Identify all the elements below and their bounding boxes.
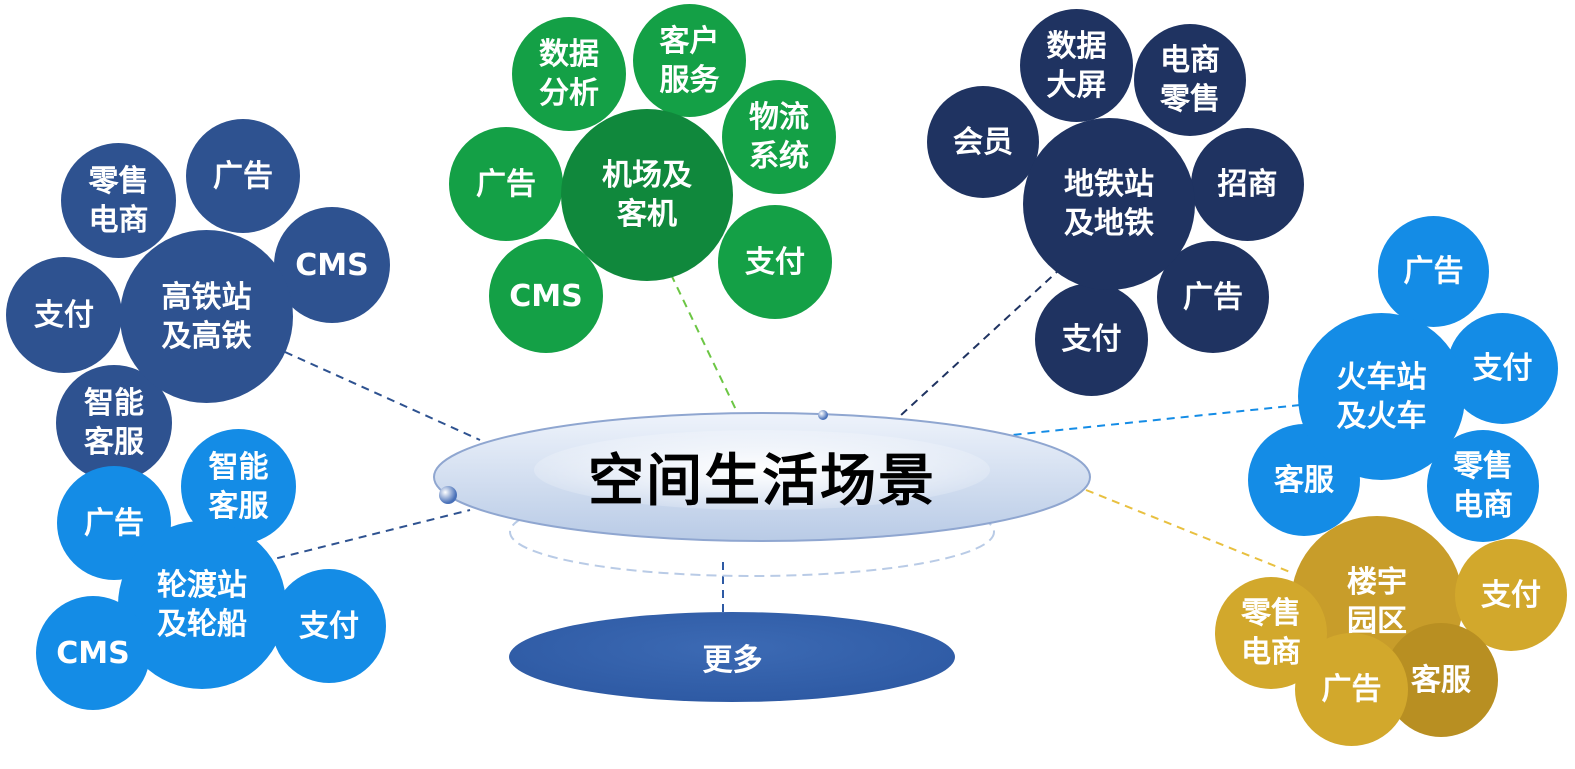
link-high-speed-rail xyxy=(284,351,481,441)
airport-bubble-logistics: 物流 系统 xyxy=(722,80,836,194)
train-bubble-payment: 支付 xyxy=(1447,313,1558,424)
subway-bubble-ecommerce-retail: 电商 零售 xyxy=(1134,24,1246,136)
subway-bubble-payment: 支付 xyxy=(1035,283,1148,396)
subway-hub: 地铁站 及地铁 xyxy=(1023,118,1195,290)
airport-hub: 机场及 客机 xyxy=(561,109,733,281)
subway-bubble-data-screen: 数据 大屏 xyxy=(1020,9,1133,122)
subway-bubble-ads: 广告 xyxy=(1157,241,1269,353)
airport-bubble-payment: 支付 xyxy=(718,205,832,319)
link-train xyxy=(1011,404,1301,436)
hsr-bubble-smart-service: 智能 客服 xyxy=(56,365,172,481)
link-building xyxy=(1085,489,1291,573)
link-airport xyxy=(664,261,739,415)
ferry-bubble-payment: 支付 xyxy=(272,569,386,683)
airport-bubble-customer-service: 客户 服务 xyxy=(633,4,746,117)
disc-dot-top xyxy=(818,410,828,420)
subway-bubble-investment: 招商 xyxy=(1191,128,1304,241)
hsr-bubble-ads: 广告 xyxy=(186,119,300,233)
train-hub: 火车站 及火车 xyxy=(1298,313,1465,480)
more-disc xyxy=(509,612,955,702)
hsr-bubble-payment: 支付 xyxy=(6,257,122,373)
hub-disc-inner xyxy=(534,430,990,510)
hsr-bubble-cms: CMS xyxy=(274,207,390,323)
airport-bubble-data-analysis: 数据 分析 xyxy=(512,17,626,131)
more-button[interactable]: 更多 xyxy=(702,643,763,678)
link-subway xyxy=(899,257,1073,417)
subway-bubble-membership: 会员 xyxy=(927,86,1039,198)
center-title: 空间生活场景 xyxy=(588,448,936,514)
link-ferry xyxy=(249,509,471,566)
building-bubble-retail-ecommerce: 零售 电商 xyxy=(1215,577,1327,689)
disc-dot-left xyxy=(439,486,457,504)
hsr-bubble-retail-ecommerce: 零售 电商 xyxy=(61,143,176,258)
hsr-hub: 高铁站 及高铁 xyxy=(120,230,293,403)
airport-bubble-ads: 广告 xyxy=(449,127,563,241)
airport-bubble-cms: CMS xyxy=(489,239,603,353)
train-bubble-ads: 广告 xyxy=(1378,216,1489,327)
building-bubble-ads: 广告 xyxy=(1295,633,1408,746)
ferry-bubble-cms: CMS xyxy=(36,596,150,710)
